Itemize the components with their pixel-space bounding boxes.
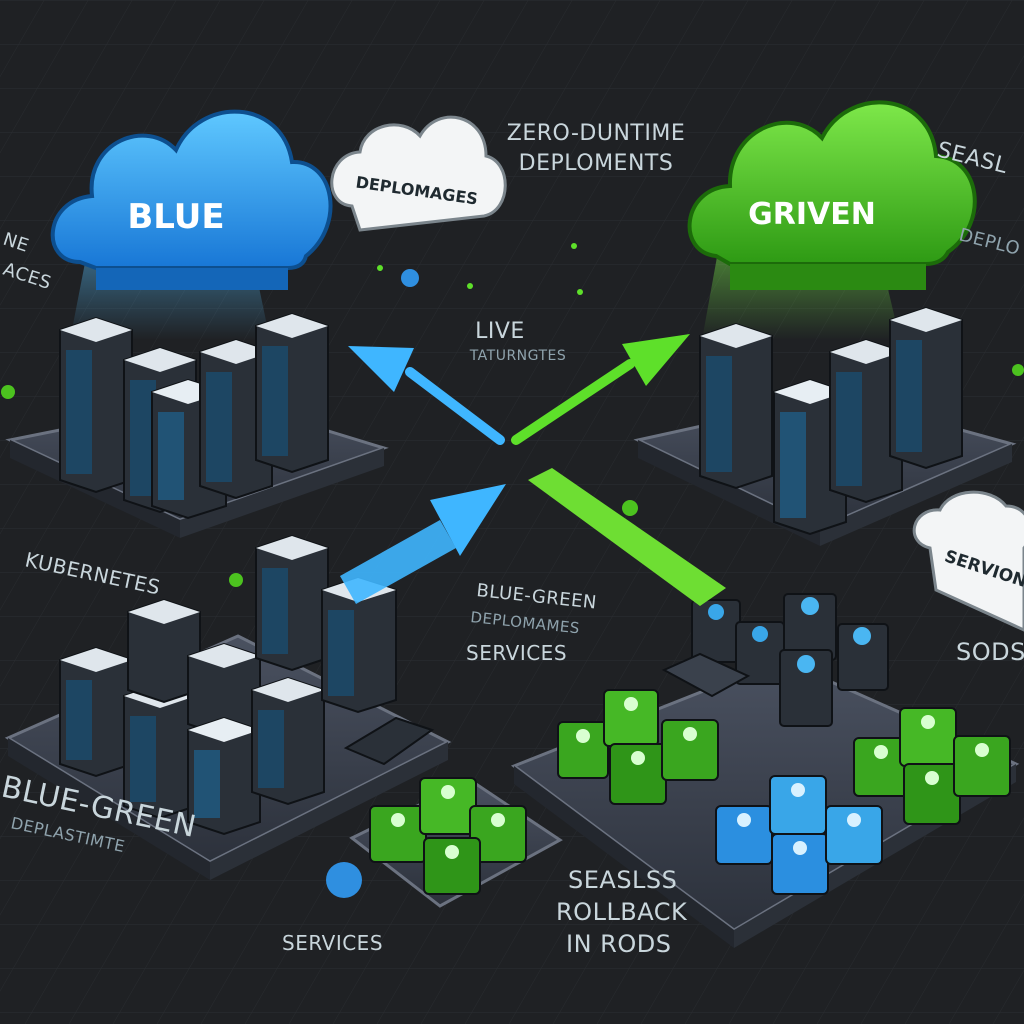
zero-downtime-line-1: ZERO-DUNTIME <box>507 121 685 146</box>
server-rack-icon <box>187 716 261 836</box>
services-bottom-label: SERVICES <box>282 931 383 955</box>
server-unit-icon <box>837 623 889 691</box>
cloud-small-right-icon: SERVION <box>912 490 1024 632</box>
pod-cube-icon <box>557 721 609 779</box>
rollback-line-1: SEASLSS <box>568 866 677 894</box>
server-unit-icon <box>661 652 751 698</box>
pod-cube-icon <box>661 719 719 781</box>
server-unit-icon <box>735 621 785 685</box>
pod-cube-icon <box>609 743 667 805</box>
pod-cube-icon <box>771 833 829 895</box>
server-rack-icon <box>187 642 261 738</box>
server-rack-icon <box>889 306 963 470</box>
pod-cube-icon <box>769 775 827 835</box>
pod-cube-icon <box>899 707 957 767</box>
server-rack-icon <box>255 534 329 672</box>
pod-cube-icon <box>423 837 481 895</box>
pod-cube-icon <box>715 805 773 865</box>
pod-cube-icon <box>419 777 477 835</box>
pod-cube-icon <box>469 805 527 863</box>
live-label: LIVE <box>475 319 525 344</box>
server-rack-icon <box>59 646 133 778</box>
server-rack-icon <box>251 676 325 806</box>
server-rack-icon <box>829 338 903 504</box>
server-rack-icon <box>343 716 435 766</box>
green-cloud-label: GRIVEN <box>748 197 876 232</box>
arrow-green-lower-icon <box>528 468 726 606</box>
server-rack-icon <box>699 322 773 490</box>
cloud-small-top-icon: DEPLOMAGES <box>330 115 507 232</box>
sparkle-dots <box>1 243 1024 898</box>
pod-cube-icon <box>825 805 883 865</box>
cloud-green-icon: GRIVEN <box>687 100 977 290</box>
zero-downtime-line-2: DEPLOMENTS <box>519 151 674 176</box>
server-unit-icon <box>783 593 837 661</box>
server-rack-icon <box>199 338 273 500</box>
arrow-green-upper-icon <box>511 334 690 445</box>
server-rack-icon <box>59 316 133 494</box>
services-center-label: SERVICES <box>466 641 567 665</box>
rollback-line-2: ROLLBACK <box>556 898 688 926</box>
arrow-blue-upper-icon <box>348 346 505 445</box>
sods-label: SODS <box>956 638 1024 666</box>
live-sub-label: TATURNGTES <box>469 348 567 364</box>
server-unit-icon <box>779 649 833 727</box>
pod-cube-icon <box>903 763 961 825</box>
server-rack-icon <box>773 378 847 536</box>
pod-cube-icon <box>369 805 427 863</box>
server-rack-icon <box>255 312 329 474</box>
arrow-blue-lower-icon <box>340 484 506 604</box>
pod-cube-icon <box>603 689 659 747</box>
server-rack-icon <box>127 598 201 704</box>
pod-cube-icon <box>953 735 1011 797</box>
server-unit-icon <box>691 599 741 663</box>
cloud-blue-icon: BLUE <box>50 109 333 290</box>
blue-cloud-label: BLUE <box>127 197 224 237</box>
rollback-line-3: IN RODS <box>566 930 671 958</box>
